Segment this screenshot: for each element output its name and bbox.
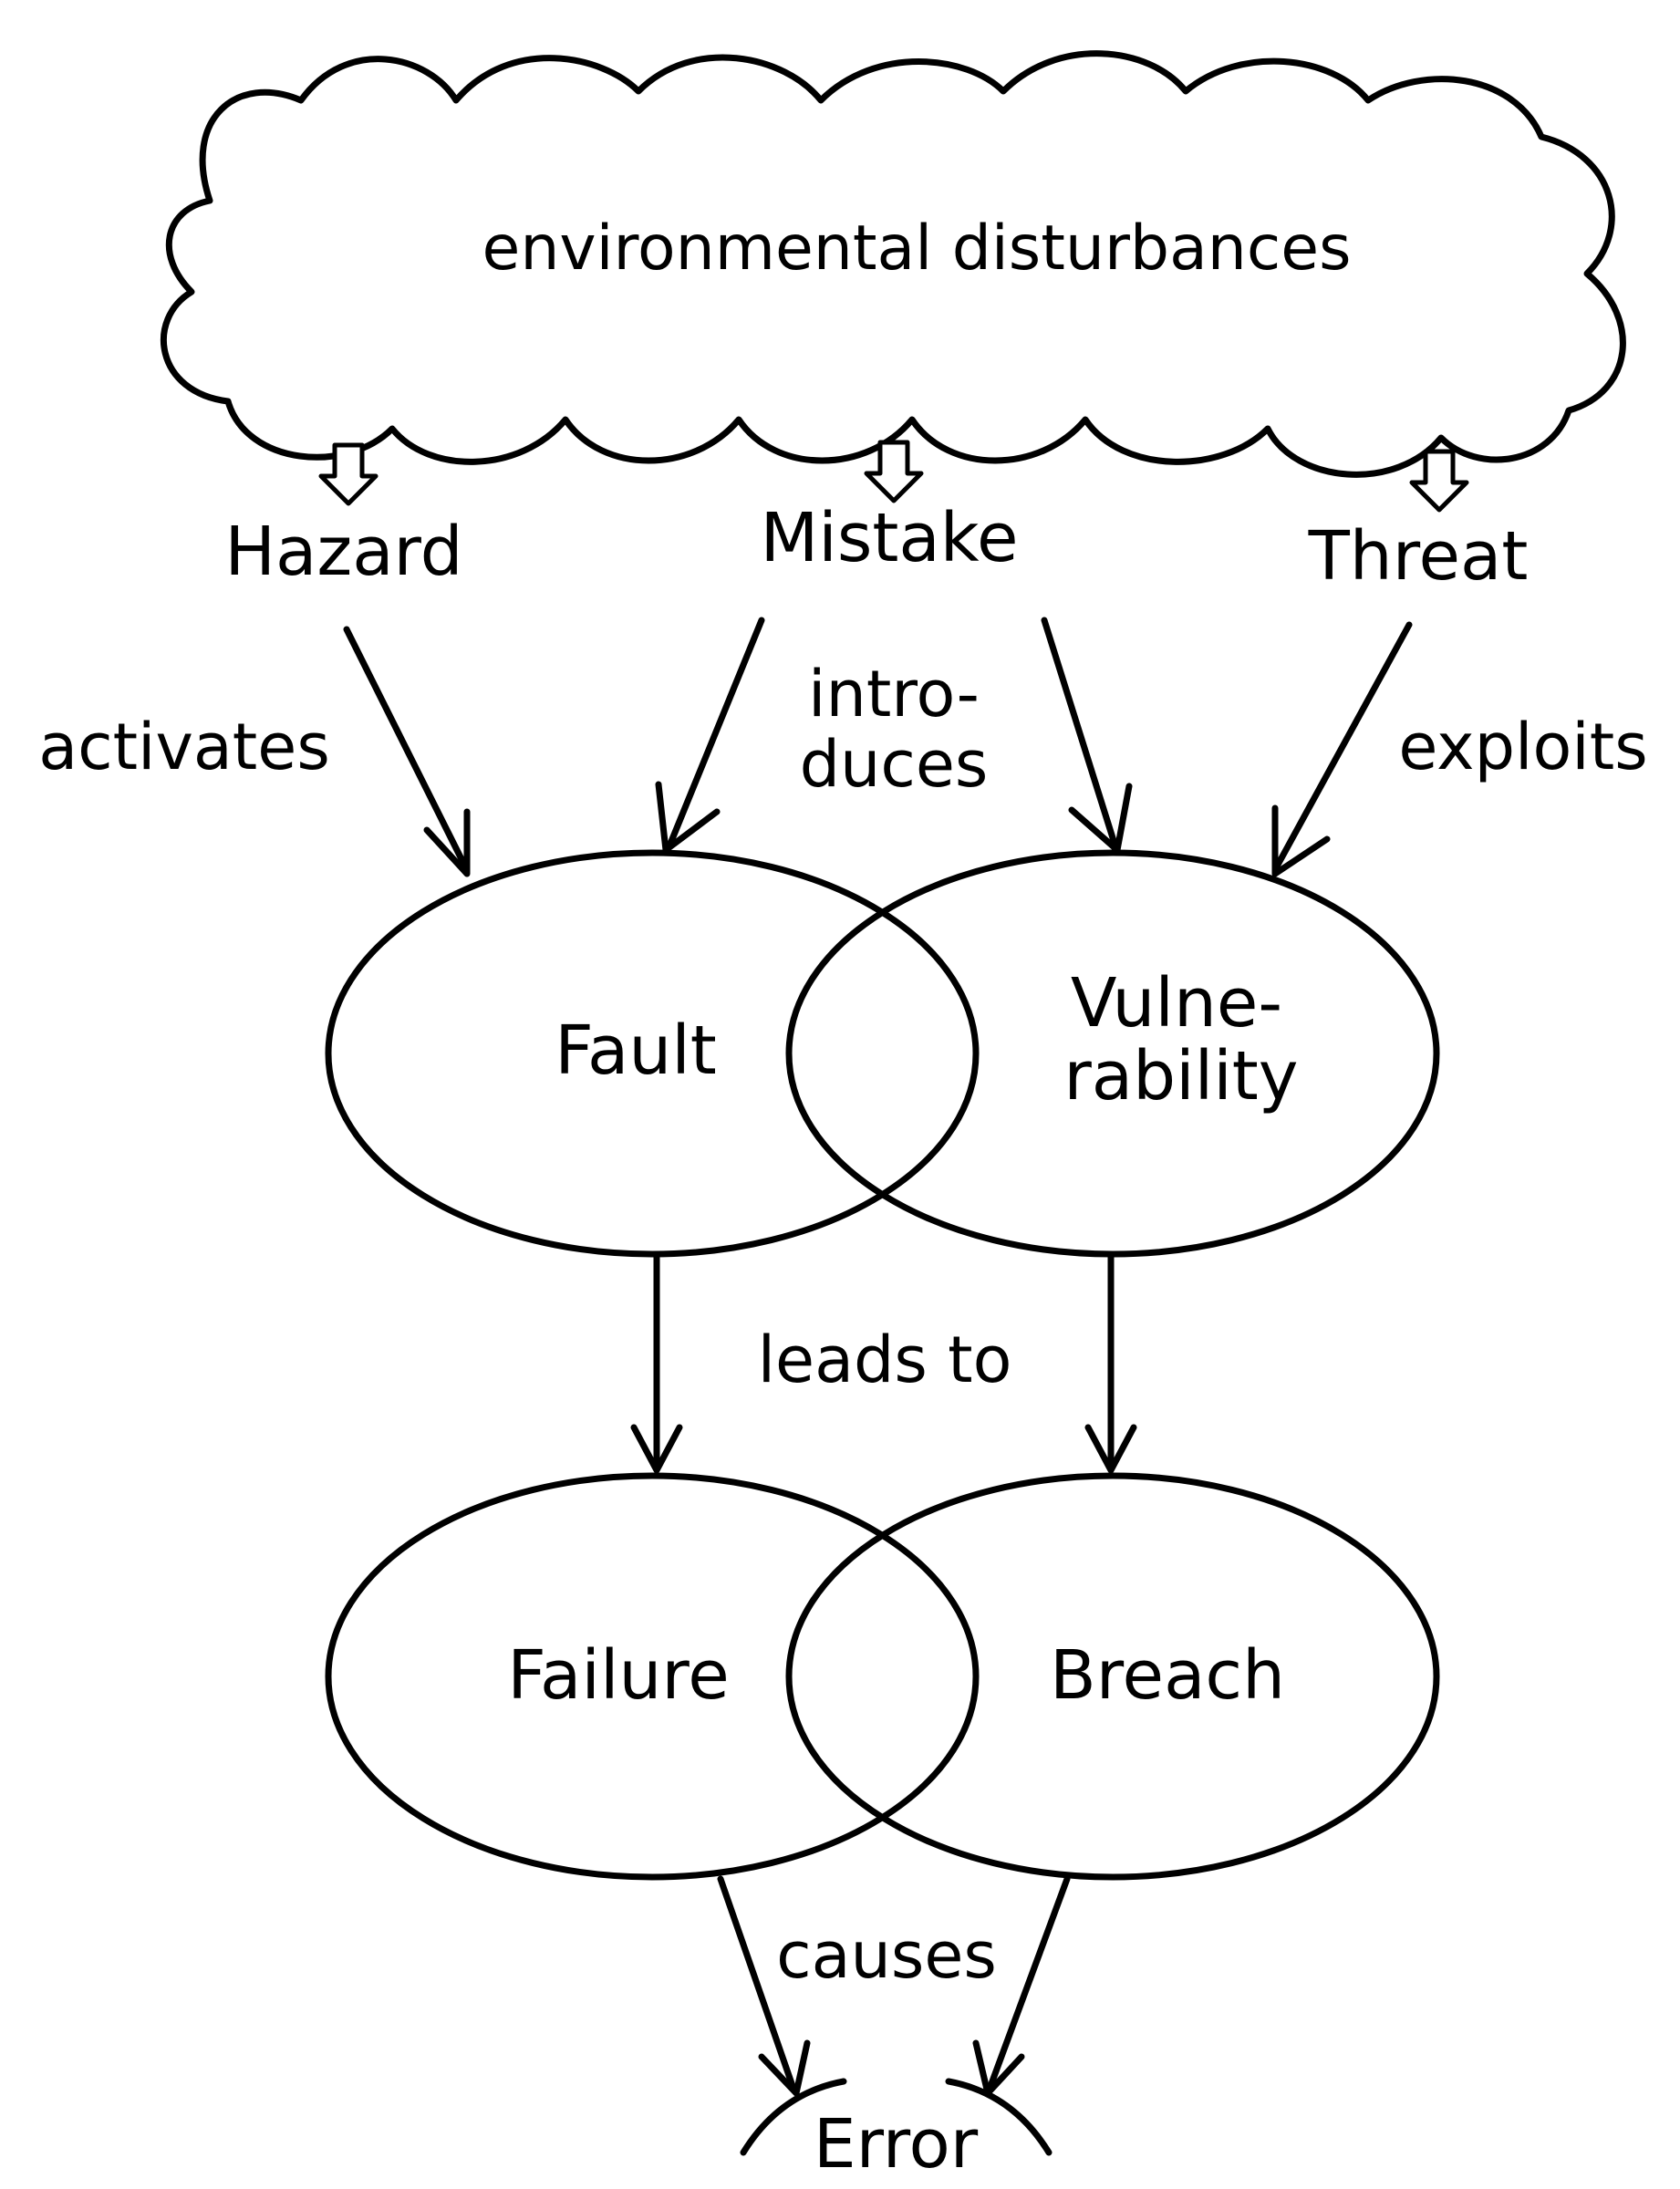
cloud-label: environmental disturbances [482, 213, 1351, 285]
threat-label: Threat [1308, 517, 1529, 596]
error-label: Error [814, 2105, 979, 2184]
vulnerability-label-line1: Vulne- [1071, 964, 1282, 1043]
breach-label: Breach [1050, 1636, 1285, 1715]
introduces-label-line2: duces [800, 727, 989, 802]
fault-ellipse [325, 849, 980, 1258]
breach-ellipse [785, 1472, 1440, 1881]
hazard-label: Hazard [224, 513, 462, 591]
activates-arrow [343, 626, 471, 877]
activates-label: activates [38, 710, 330, 784]
fault-label: Fault [555, 1012, 717, 1090]
failure-to-error-arrow [717, 1875, 811, 2097]
exploits-label: exploits [1398, 710, 1647, 784]
vulnerability-to-breach-arrow [1084, 1250, 1137, 1474]
cloud-shape [160, 50, 1626, 478]
introduces-fault-arrow [655, 617, 765, 854]
failure-ellipse [325, 1472, 980, 1881]
introduces-label-line1: intro- [808, 657, 980, 731]
failure-label: Failure [507, 1636, 729, 1715]
error-left-arc [740, 2078, 847, 2156]
causes-label: causes [776, 1918, 997, 1993]
introduces-vulnerability-arrow [1041, 617, 1133, 854]
threat-small-arrow-icon [1409, 449, 1469, 513]
vulnerability-label-line2: rability [1063, 1037, 1298, 1115]
exploits-arrow [1271, 621, 1413, 877]
fault-to-failure-arrow [630, 1250, 683, 1474]
mistake-small-arrow-icon [864, 440, 924, 503]
leads-to-label: leads to [758, 1323, 1012, 1397]
error-right-arc [945, 2078, 1053, 2156]
mistake-label: Mistake [760, 499, 1018, 577]
hazard-small-arrow-icon [318, 442, 379, 506]
